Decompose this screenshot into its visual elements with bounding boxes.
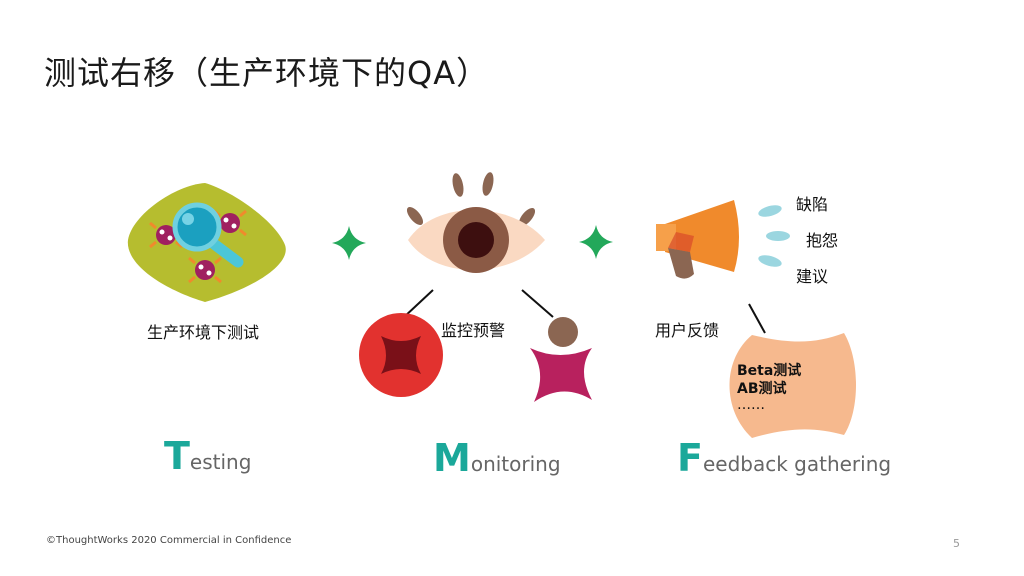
feedback-type-defect: 缺陷 [796,195,829,214]
page-number: 5 [953,537,960,550]
feedback-keyword: Feedback gathering [677,436,891,480]
feedback-method-ab: AB测试 [737,381,787,397]
footer-copyright: ©ThoughtWorks 2020 Commercial in Confide… [46,535,292,546]
bug-icon [188,256,222,284]
monitoring-keyword: Monitoring [433,436,561,480]
slide-title: 测试右移（生产环境下的QA） [44,54,490,92]
alert-icon [359,313,443,397]
magnifier-icon [172,202,244,268]
monitoring-rest: onitoring [470,452,561,476]
feedback-type-suggestion: 建议 [796,267,829,286]
monitoring-initial: M [433,436,471,480]
eye-icon [406,172,545,273]
connector-line [748,303,766,334]
feedback-initial: F [677,436,703,480]
connector-line [402,289,434,319]
plus-icon [579,225,613,259]
testing-initial: T [164,434,190,478]
monitoring-caption: 监控预警 [441,321,506,340]
testing-rest: esting [189,450,252,474]
bug-icon [149,221,183,249]
plus-icon [332,226,366,260]
connector-line [521,289,554,318]
testing-keyword: Testing [164,434,251,478]
peach-bubble [729,333,856,438]
feedback-caption: 用户反馈 [655,321,720,340]
feedback-rest: eedback gathering [702,452,892,476]
feedback-type-complaint: 抱怨 [806,231,839,250]
person-icon [530,317,592,402]
speech-drops [758,205,790,267]
feedback-method-beta: Beta测试 [737,363,802,379]
testing-caption: 生产环境下测试 [147,323,260,342]
testing-illustration [127,183,286,302]
feedback-method-ellipsis: …… [737,397,765,413]
megaphone-icon [656,200,739,279]
